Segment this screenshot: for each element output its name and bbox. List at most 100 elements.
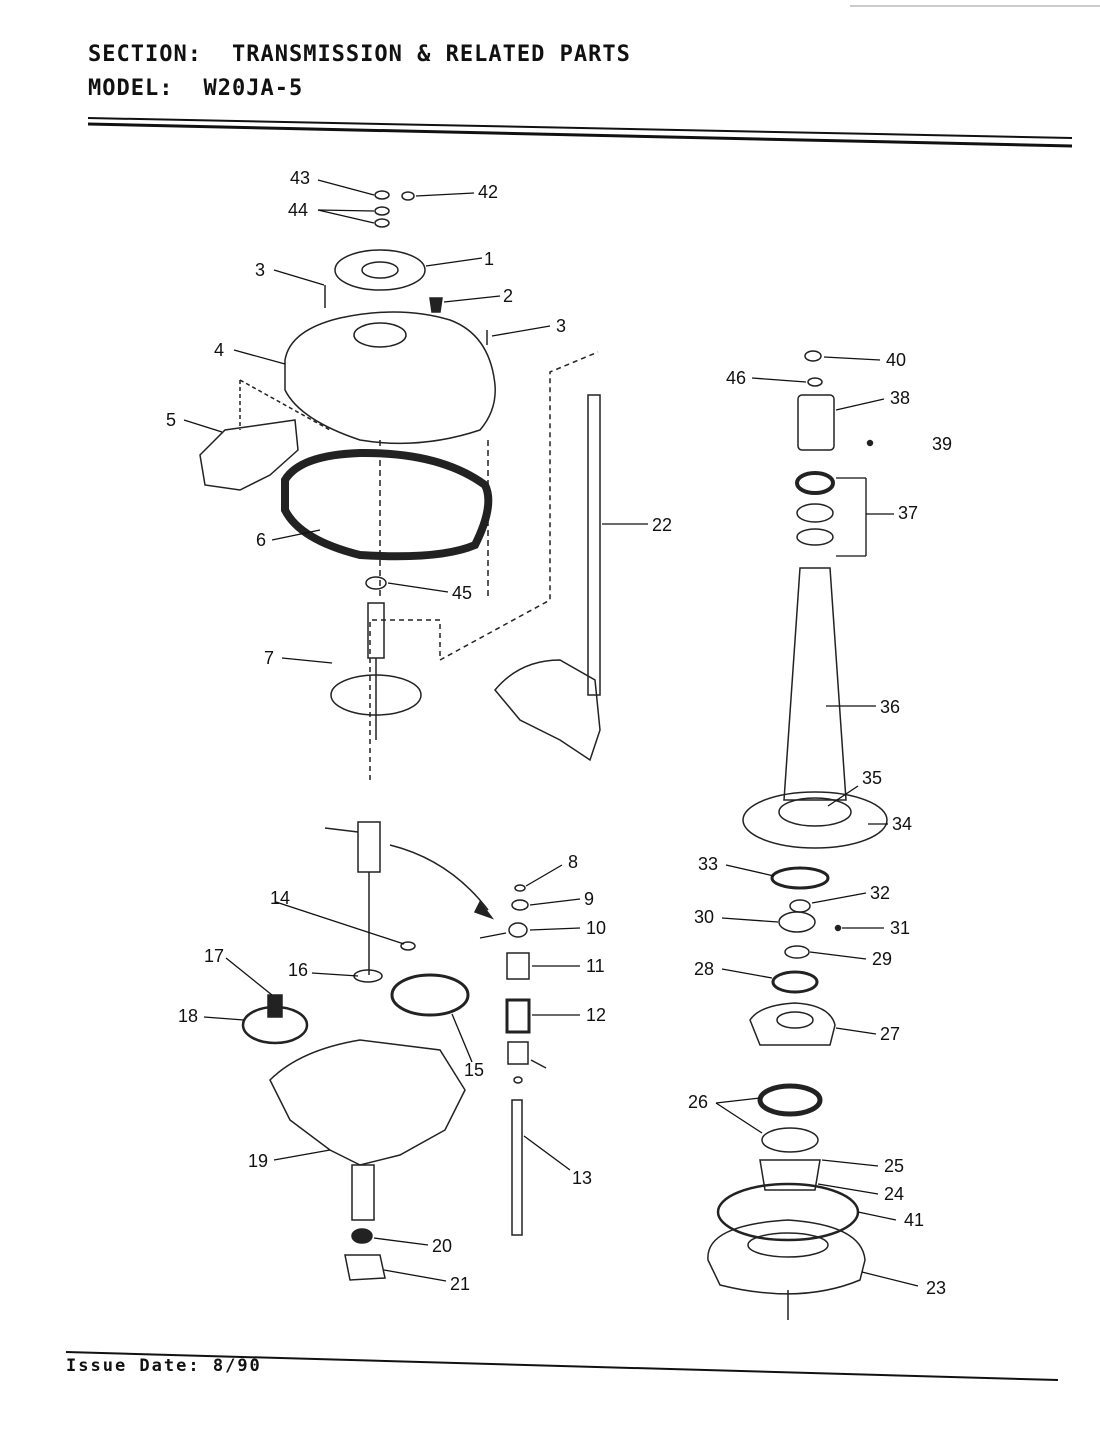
cap-part-40 [804, 350, 822, 362]
callout-19: 19 [248, 1151, 268, 1171]
callout-29: 29 [872, 949, 892, 969]
washer-part-44 [374, 218, 390, 228]
cover-plate-hole [361, 261, 399, 279]
callout-22: 22 [652, 515, 672, 535]
callout-labels: 1 2 3 3 4 5 6 7 8 9 10 11 12 13 14 15 16… [166, 168, 952, 1298]
callout-10: 10 [586, 918, 606, 938]
seal-part-26 [757, 1083, 823, 1117]
callout-9: 9 [584, 889, 594, 909]
nut-part-42 [401, 191, 415, 201]
housing-cover-hole [353, 322, 407, 348]
flange-part-34 [742, 791, 888, 849]
callout-34: 34 [892, 814, 912, 834]
shift-lever-part-22 [494, 659, 601, 762]
pin [530, 1059, 547, 1069]
callout-18: 18 [178, 1006, 198, 1026]
header-rule [87, 117, 1073, 139]
header-rule [87, 122, 1073, 148]
section-label: SECTION: [88, 42, 202, 67]
issue-label: Issue Date: [66, 1356, 201, 1376]
bearing-housing-hole [776, 1011, 814, 1029]
issue-value: 8/90 [212, 1356, 262, 1376]
callout-14: 14 [270, 888, 290, 908]
callout-27: 27 [880, 1024, 900, 1044]
washer-part-43 [374, 190, 390, 200]
coupling-part-38 [797, 394, 835, 451]
ring-part-33 [770, 866, 830, 890]
washer-part-9 [511, 899, 529, 911]
shift-rod-part-22 [587, 394, 601, 696]
model-value: W20JA-5 [203, 76, 304, 101]
callout-20: 20 [432, 1236, 452, 1256]
washer-part-46 [807, 377, 823, 387]
clip-part-32 [789, 899, 811, 913]
ring-part-10 [508, 922, 528, 938]
seal-part-37 [796, 528, 834, 546]
callout-13: 13 [572, 1168, 592, 1188]
washer [513, 1076, 523, 1084]
callout-26: 26 [688, 1092, 708, 1112]
issue-date: Issue Date: 8/90 [66, 1356, 262, 1376]
callout-4: 4 [214, 340, 224, 360]
gasket-part-6 [281, 448, 493, 561]
base-hub [747, 1232, 829, 1258]
callout-1: 1 [484, 249, 494, 269]
ring-part-28 [771, 970, 819, 994]
callout-15: 15 [464, 1060, 484, 1080]
section-heading: SECTION: TRANSMISSION & RELATED PARTS [88, 42, 631, 67]
washer-part-44 [374, 206, 390, 216]
washer-part-14 [400, 941, 416, 951]
o-ring-part-41 [716, 1182, 860, 1242]
callout-39: 39 [932, 434, 952, 454]
screw-part-31 [834, 924, 842, 932]
callout-42: 42 [478, 182, 498, 202]
model-label: MODEL: [88, 76, 174, 101]
footer-rule [65, 1351, 1059, 1381]
arrow-head [473, 900, 495, 920]
callout-25: 25 [884, 1156, 904, 1176]
shaft-tip [324, 827, 359, 833]
callout-37: 37 [898, 503, 918, 523]
callout-31: 31 [890, 918, 910, 938]
callout-28: 28 [694, 959, 714, 979]
callout-5: 5 [166, 410, 176, 430]
cover-plate-part-1 [334, 249, 426, 291]
bracket-part-5 [199, 419, 299, 491]
callout-7: 7 [264, 648, 274, 668]
callout-2: 2 [503, 286, 513, 306]
gearcase-shaft-part-19 [351, 1164, 375, 1221]
seal-part-37 [796, 503, 834, 523]
arrow-curve [389, 844, 489, 911]
washer-part-16 [353, 969, 383, 983]
seal-part-26 [761, 1127, 819, 1153]
callout-46: 46 [726, 368, 746, 388]
spacer-part-25 [759, 1159, 821, 1191]
bearing-part-35 [778, 797, 852, 827]
bearing-housing-part-27 [749, 1002, 836, 1046]
gearcase-part-19 [269, 1039, 466, 1166]
callout-32: 32 [870, 883, 890, 903]
leader-guide [239, 379, 331, 431]
model-heading: MODEL: W20JA-5 [88, 76, 303, 101]
section-value: TRANSMISSION & RELATED PARTS [231, 42, 631, 67]
group-outline [369, 351, 599, 780]
callout-40: 40 [886, 350, 906, 370]
spring-part-12 [505, 998, 531, 1034]
bearing-part-21 [344, 1254, 386, 1281]
bearing-part-30 [778, 911, 816, 933]
callout-33: 33 [698, 854, 718, 874]
bushing-part-11 [506, 952, 530, 980]
agitator-shaft-part-13 [511, 1099, 523, 1236]
seal-part-37 [795, 471, 835, 495]
callout-21: 21 [450, 1274, 470, 1294]
housing-cover-part-4 [284, 311, 496, 445]
callout-35: 35 [862, 768, 882, 788]
callout-3b: 3 [556, 316, 566, 336]
callout-23: 23 [926, 1278, 946, 1298]
callout-38: 38 [890, 388, 910, 408]
callout-17: 17 [204, 946, 224, 966]
callout-45: 45 [452, 583, 472, 603]
callout-6: 6 [256, 530, 266, 550]
callout-8: 8 [568, 852, 578, 872]
